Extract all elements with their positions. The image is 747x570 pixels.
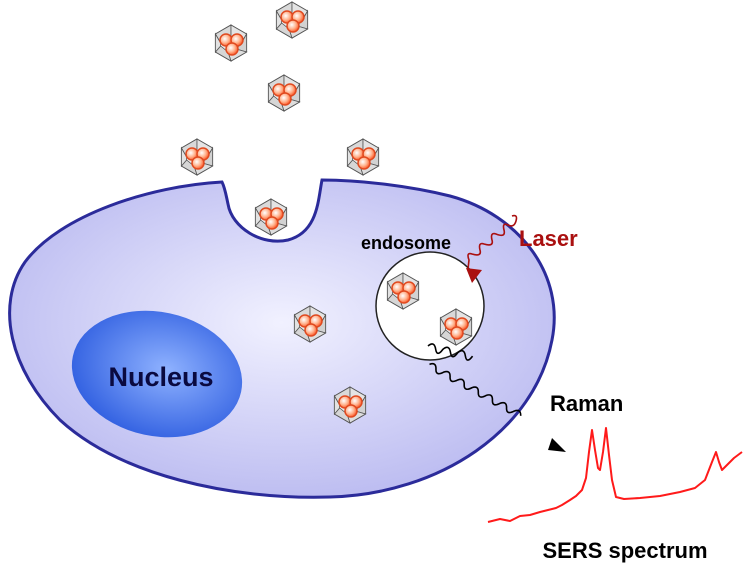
- nucleus: [71, 310, 243, 438]
- sers-spectrum-trace: [487, 427, 743, 523]
- sers-spectrum-label: SERS spectrum: [542, 538, 707, 563]
- laser-wave: [467, 214, 518, 270]
- nanoparticle-icon: [214, 24, 248, 62]
- nanoparticle-icon: [180, 138, 214, 176]
- raman-wave: [427, 343, 522, 416]
- laser-label: Laser: [519, 226, 578, 251]
- nanoparticle-icon: [346, 138, 380, 176]
- nanoparticle-icon: [254, 198, 288, 236]
- nanoparticle-icon: [275, 1, 309, 39]
- laser-arrowhead: [466, 268, 482, 283]
- raman-arrowhead: [548, 438, 566, 452]
- nanoparticle-icon: [267, 74, 301, 112]
- endosome-label: endosome: [361, 233, 451, 253]
- raman-label: Raman: [550, 391, 623, 416]
- nucleus-label: Nucleus: [108, 362, 213, 392]
